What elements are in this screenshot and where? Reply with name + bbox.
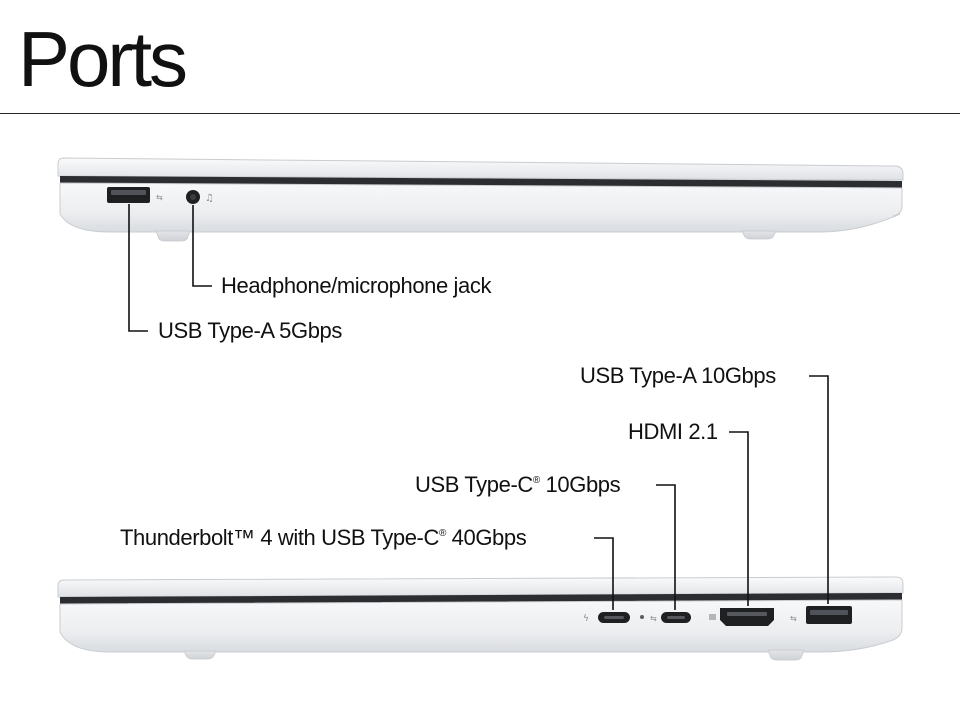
label-headphone-jack: Headphone/microphone jack (221, 273, 492, 298)
left-seam (60, 176, 902, 188)
left-lid (57, 157, 904, 181)
hdmi-port (720, 608, 774, 626)
leader-thunderbolt (594, 537, 614, 610)
label-thunderbolt-tail: 40Gbps (445, 525, 527, 550)
thunderbolt-icon: ϟ (583, 614, 589, 624)
status-led (640, 615, 644, 619)
leader-hdmi (729, 431, 749, 606)
left-foot-front (155, 230, 191, 242)
usb-c-ss-icon: ⇆ (650, 614, 657, 623)
usb-a-ss-icon: ⇆ (790, 614, 797, 623)
label-usb-c-10-main: USB Type-C (415, 472, 533, 497)
hdmi-icon (709, 614, 716, 620)
leader-usb-c-10 (656, 484, 676, 610)
laptop-right-side: ϟ ⇆ ⇆ (57, 576, 904, 661)
label-usb-a-10gbps: USB Type-A 10Gbps (580, 363, 776, 388)
label-thunderbolt: Thunderbolt™ 4 with USB Type-C® 40Gbps (120, 524, 527, 552)
left-base (59, 182, 903, 233)
usb-a-5gbps-tongue (111, 190, 146, 195)
right-base (59, 599, 903, 653)
title-divider (0, 113, 960, 114)
label-hdmi: HDMI 2.1 (628, 419, 718, 444)
headphone-icon: ♫ (205, 193, 214, 204)
label-usb-c-10-mark: ® (532, 475, 540, 486)
page-title: Ports (18, 15, 188, 103)
leader-usb-a-10 (809, 375, 829, 604)
right-foot-rear (767, 649, 805, 661)
label-thunderbolt-main: Thunderbolt™ 4 with USB Type-C (120, 525, 439, 550)
left-foot-rear (741, 230, 777, 240)
label-usb-c-10gbps: USB Type-C® 10Gbps (415, 471, 621, 499)
label-usb-c-10-tail: 10Gbps (539, 472, 621, 497)
leader-usb-a-5 (128, 204, 148, 332)
label-thunderbolt-mark: ® (438, 528, 446, 539)
laptop-left-side: ⇆ ♫ (57, 157, 904, 242)
usb-ss-icon: ⇆ (156, 193, 163, 202)
label-usb-a-5gbps: USB Type-A 5Gbps (158, 318, 342, 343)
left-leaders (128, 204, 212, 332)
right-leaders (594, 375, 829, 610)
leader-headphone (192, 205, 212, 287)
right-seam (60, 593, 902, 604)
right-foot-front (183, 650, 217, 660)
right-lid (57, 576, 904, 598)
